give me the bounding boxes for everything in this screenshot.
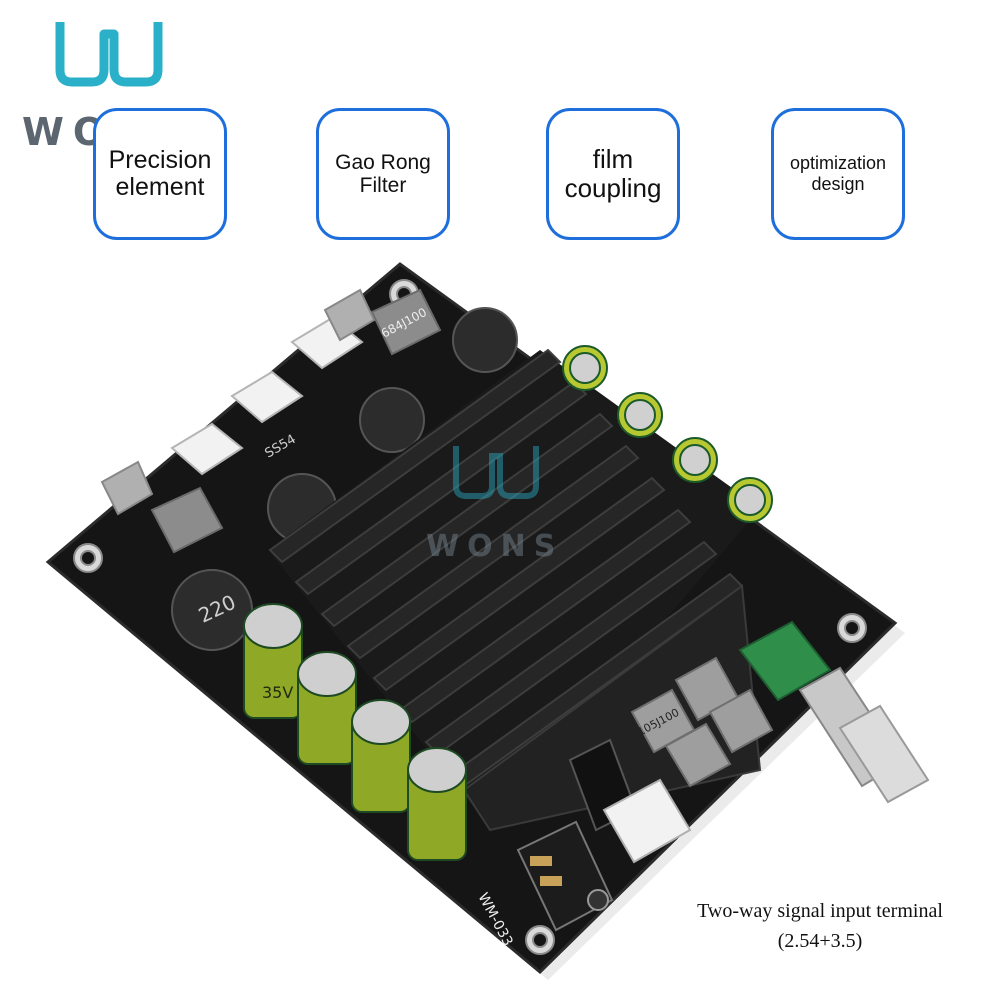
film-capacitors-bottom (630, 656, 774, 788)
watermark-text: WONS (426, 529, 563, 564)
feature-badge-optimization: optimization design (771, 108, 905, 240)
feature-badge-precision: Precision element (93, 108, 227, 240)
feature-badge-filter: Gao Rong Filter (316, 108, 450, 240)
signal-terminal-caption: Two-way signal input terminal (2.54+3.5) (660, 896, 980, 956)
film-capacitors-large (150, 288, 442, 554)
caption-line-2: (2.54+3.5) (777, 930, 863, 952)
feature-badge-coupling: film coupling (546, 108, 680, 240)
signal-input-terminal (568, 738, 692, 864)
volume-potentiometer (738, 620, 930, 804)
amplifier-board-photo: 684J100 220 SS54 (45, 262, 930, 980)
wons-watermark: WONS (426, 446, 563, 564)
capacitor-voltage-label: 35V (262, 683, 293, 702)
w-logo-icon (55, 22, 163, 87)
inductors (171, 307, 518, 651)
electrolytic-capacitors-top (562, 345, 773, 523)
heatsink (268, 348, 762, 832)
audio-jack (516, 820, 614, 932)
electrolytic-capacitors-bottom: 35V (243, 603, 467, 861)
film-capacitors-small (100, 288, 376, 516)
caption-line-1: Two-way signal input terminal (697, 900, 943, 922)
